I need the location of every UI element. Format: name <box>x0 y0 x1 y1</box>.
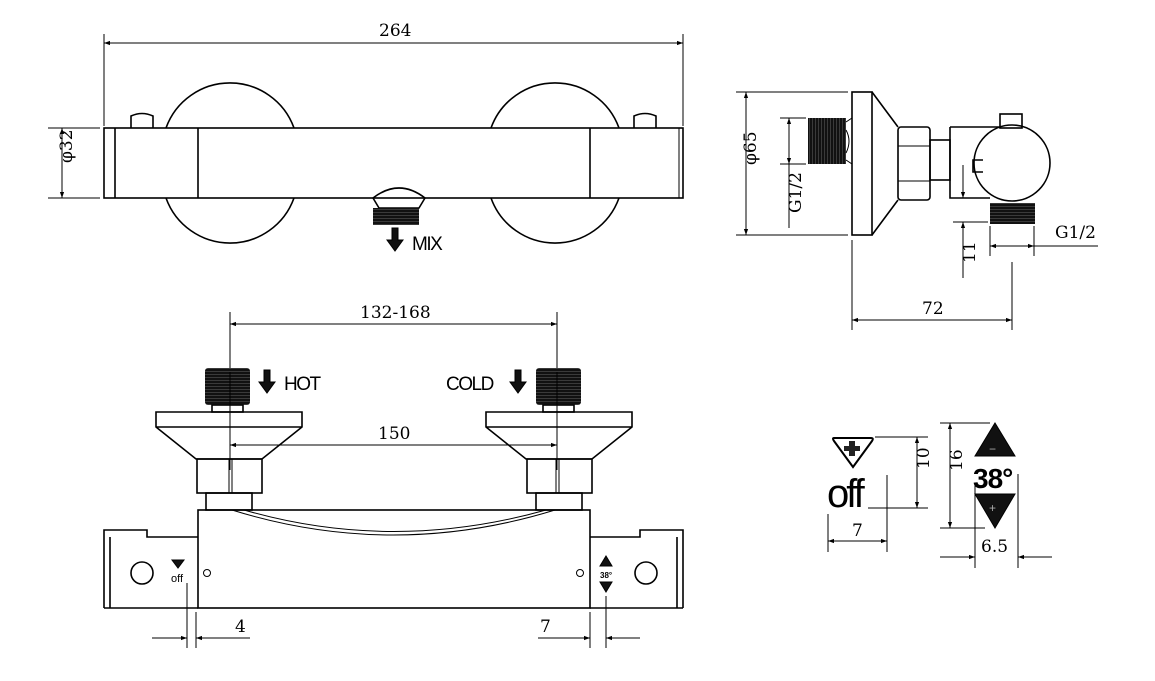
symbol-detail: off 10 7 − 38° + 16 6.5 <box>827 422 1052 568</box>
mixer-body <box>103 127 684 199</box>
minus-sign: − <box>989 442 996 456</box>
hot-label: HOT <box>284 374 322 395</box>
left-knob-pin <box>130 112 154 128</box>
mix-label: MIX <box>412 234 443 255</box>
small-off-symbol-icon <box>171 559 185 569</box>
cold-label: COLD <box>446 374 494 395</box>
outlet-offset-dim: 11 <box>960 241 980 263</box>
mix-arrow-icon <box>386 227 404 252</box>
inlet-range-dim: 132-168 <box>360 303 431 323</box>
temp-width-dim: 6.5 <box>981 537 1008 557</box>
hot-flange <box>155 411 303 460</box>
valve-body <box>949 126 1000 199</box>
right-offset-dim: 7 <box>540 617 551 637</box>
plus-cross-icon <box>844 441 860 456</box>
inlet-thread-dim: G1/2 <box>786 172 806 213</box>
left-end-cap <box>103 529 198 609</box>
top-view: MIX 264 φ32 <box>48 21 684 255</box>
knob-pin <box>999 113 1023 129</box>
temp-height-dim: 16 <box>947 449 967 471</box>
wall-flange <box>851 91 873 236</box>
small-off-label: off <box>171 573 184 585</box>
mixer-body-front <box>197 509 591 609</box>
small-temp-arrows-icon <box>599 555 613 593</box>
hot-arrow-icon <box>258 369 276 394</box>
body-curve <box>231 509 556 536</box>
diameter-dim: φ32 <box>57 129 77 163</box>
right-flange-bottom <box>490 197 620 244</box>
left-flange-top <box>165 82 295 129</box>
right-flange-top <box>490 82 620 129</box>
width-dim: 264 <box>379 21 411 41</box>
hot-inlet-thread <box>205 368 250 405</box>
side-view: φ65 G1/2 11 G1/2 72 <box>736 91 1098 330</box>
hex-nut <box>897 126 931 201</box>
front-view: 132-168 150 HOT COLD off 38° <box>103 303 684 648</box>
up-triangle-icon <box>974 422 1016 457</box>
right-knob-pin <box>633 112 657 128</box>
outlet-thread-dim: G1/2 <box>1055 223 1096 243</box>
inlet-thread <box>808 118 846 164</box>
off-text: off <box>827 472 866 516</box>
plus-sign: + <box>989 501 996 515</box>
outlet-dome <box>371 187 427 209</box>
cold-flange <box>485 411 633 460</box>
temp-text: 38° <box>973 463 1012 494</box>
left-offset-dim: 4 <box>235 617 246 637</box>
off-width-dim: 7 <box>852 521 863 541</box>
flange-dim: φ65 <box>741 131 761 165</box>
off-height-dim: 10 <box>914 447 934 469</box>
depth-dim: 72 <box>922 299 944 319</box>
outlet-thread <box>990 203 1035 224</box>
thermostat-knob <box>973 124 1051 202</box>
cold-arrow-icon <box>509 369 527 394</box>
small-temp-label: 38° <box>600 571 612 580</box>
inlet-center-dim: 150 <box>378 424 410 444</box>
outlet-thread <box>373 208 419 225</box>
left-flange-bottom <box>165 197 295 244</box>
cold-inlet-thread <box>536 368 581 405</box>
down-triangle-icon <box>974 493 1016 529</box>
